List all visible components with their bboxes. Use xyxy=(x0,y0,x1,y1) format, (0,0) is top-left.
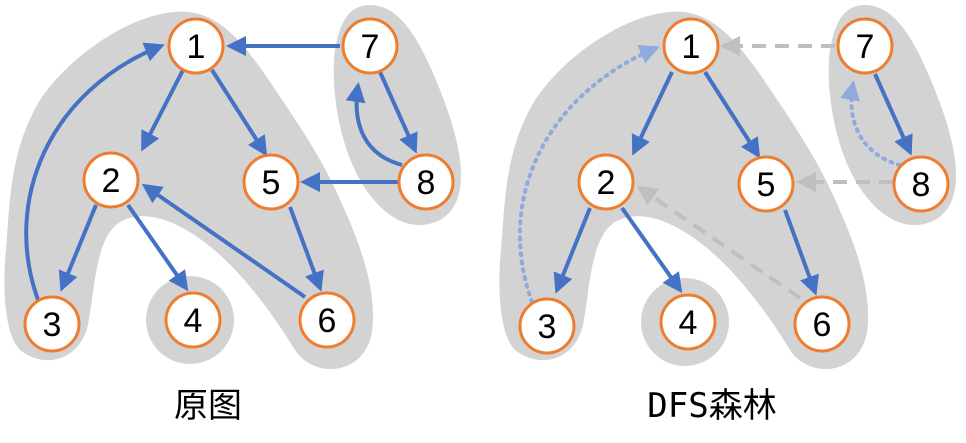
left-edge-2-4 xyxy=(126,203,189,292)
left-node-4: 4 xyxy=(164,291,222,349)
right-back-edge-3-1 xyxy=(517,45,660,304)
right-cross-edge-6-2 xyxy=(636,185,802,300)
left-caption: 原图 xyxy=(174,386,242,426)
right-edge-2-4 xyxy=(620,206,683,294)
right-node-3-label: 3 xyxy=(538,308,557,346)
right-node-4: 4 xyxy=(659,293,717,351)
left-node-4-label: 4 xyxy=(184,302,203,340)
right-node-6: 6 xyxy=(793,295,851,353)
left-node-5: 5 xyxy=(242,153,300,211)
left-node-2: 2 xyxy=(82,151,140,209)
right-edge-1-5 xyxy=(703,70,761,159)
right-edge-7-8 xyxy=(873,73,913,156)
left-node-5-label: 5 xyxy=(262,164,281,202)
left-edge-1-5 xyxy=(210,68,268,157)
left-edge-1-2 xyxy=(141,69,185,152)
left-node-7: 7 xyxy=(341,17,399,75)
right-caption: DFS森林 xyxy=(647,386,776,426)
left-edge-7-8 xyxy=(378,71,418,154)
right-node-7: 7 xyxy=(836,17,894,75)
right-node-5: 5 xyxy=(737,155,795,213)
left-node-6-label: 6 xyxy=(318,302,337,340)
right-node-8: 8 xyxy=(892,155,950,213)
left-node-8: 8 xyxy=(397,153,455,211)
right-node-3: 3 xyxy=(518,297,576,355)
right-node-6-label: 6 xyxy=(813,306,832,344)
left-edge-8-7 xyxy=(345,82,403,167)
right-node-1-label: 1 xyxy=(682,28,701,66)
right-back-edge-8-7 xyxy=(840,80,902,167)
right-node-4-label: 4 xyxy=(679,304,698,342)
right-node-8-label: 8 xyxy=(912,166,931,204)
left-edge-3-1 xyxy=(24,42,165,301)
left-edge-6-2 xyxy=(141,183,307,299)
left-edge-5-6 xyxy=(288,206,324,292)
right-node-2: 2 xyxy=(577,153,635,211)
right-panel: 1 2 3 4 5 6 7 8 DFS森林 xyxy=(499,5,956,426)
left-panel: 1 2 3 4 5 6 7 8 原图 xyxy=(4,5,461,426)
left-edge-2-3 xyxy=(58,204,98,292)
right-node-5-label: 5 xyxy=(757,166,776,204)
left-node-3: 3 xyxy=(23,295,81,353)
right-node-1: 1 xyxy=(662,17,720,75)
right-edge-2-3 xyxy=(553,207,592,294)
right-edge-5-6 xyxy=(783,209,819,296)
left-node-1: 1 xyxy=(167,17,225,75)
left-node-7-label: 7 xyxy=(361,28,380,66)
right-edge-1-2 xyxy=(631,71,674,156)
left-node-1-label: 1 xyxy=(187,28,206,66)
left-node-3-label: 3 xyxy=(43,306,62,344)
left-node-6: 6 xyxy=(298,291,356,349)
left-node-2-label: 2 xyxy=(102,162,121,200)
right-node-2-label: 2 xyxy=(597,164,616,202)
left-node-8-label: 8 xyxy=(417,164,436,202)
right-node-7-label: 7 xyxy=(856,28,875,66)
